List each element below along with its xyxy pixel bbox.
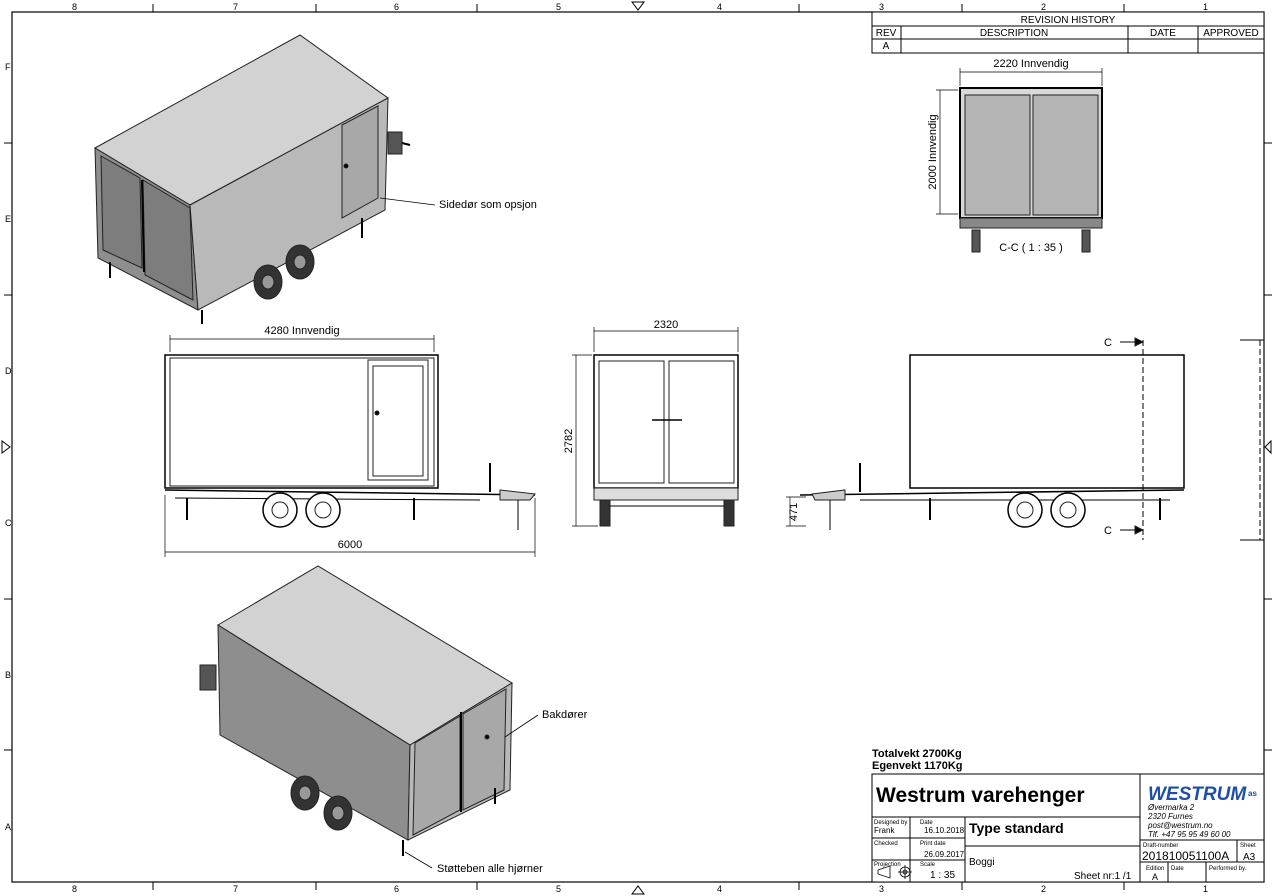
col-label-4: 4 [717,2,722,12]
col-label-3: 3 [879,2,884,12]
date-header: DATE [1150,28,1176,39]
col-label-5-bottom: 5 [556,884,561,894]
grid-column-markers: 8 7 6 5 4 3 2 1 8 7 6 5 4 3 2 1 [72,2,1208,894]
col-label-5: 5 [556,2,561,12]
sheet-number: Sheet nr:1 /1 [1074,871,1132,882]
frame-height-dim: 471 [788,503,800,521]
col-label-8-bottom: 8 [72,884,77,894]
row-label-d: D [5,366,12,376]
rev-header: REV [876,28,897,39]
side-total-length-dim: 6000 [338,539,362,551]
col-label-6-bottom: 6 [394,884,399,894]
row-label-e: E [5,214,11,224]
callout-rear-doors: Bakdører [542,709,588,721]
designed-by-label: Designed by [874,820,907,826]
date-value: 16.10.2018 [924,826,965,835]
section-mark-top: C [1104,337,1112,349]
draft-number-label: Draft-number [1143,843,1178,849]
grid-row-markers: F E D C B A [4,62,1272,832]
center-mark-bottom-icon [631,885,645,895]
projection-label: Projection [874,862,901,868]
col-label-1-bottom: 1 [1203,884,1208,894]
company-logo: WESTRUM [1148,784,1247,805]
revision-table: REVISION HISTORY REV DESCRIPTION DATE AP… [871,11,1265,54]
row-label-b: B [5,670,11,680]
edition-value: A [1152,872,1158,882]
center-mark-left-icon [1,440,11,454]
sheet-border [11,11,1265,883]
row-label-f: F [5,62,11,72]
row-label-c: C [5,518,12,528]
col-label-2: 2 [1041,2,1046,12]
side-inner-length-dim: 4280 Innvendig [264,325,339,337]
col-label-6: 6 [394,2,399,12]
col-label-1: 1 [1203,2,1208,12]
approved-header: APPROVED [1203,28,1259,39]
rear-height-dim: 2782 [563,429,575,453]
address-street: Øvermarka 2 [1147,803,1195,812]
rear-width-dim: 2320 [654,319,678,331]
address-city: 2320 Furnes [1147,812,1193,821]
scale-value: 1 : 35 [930,870,955,881]
performed-by-label: Performed by. [1209,866,1247,872]
side-view-right [786,337,1264,541]
print-date-value: 26.09.2017 [924,850,965,859]
iso-view-rear [199,565,539,869]
col-label-3-bottom: 3 [879,884,884,894]
section-mark-bottom: C [1104,525,1112,537]
company-logo-suffix: as [1248,789,1257,798]
address-phone: Tlf. +47 95 95 49 60 00 [1148,830,1231,839]
col-label-7: 7 [233,2,238,12]
edition-date-label: Date [1171,866,1184,872]
callout-side-door: Sidedør som opsjon [439,199,537,211]
col-label-8: 8 [72,2,77,12]
date-label: Date [920,820,933,826]
section-view [936,68,1103,253]
drawing-subtype: Boggi [969,857,995,868]
iso-view-front [93,34,436,324]
revision-title: REVISION HISTORY [1021,15,1116,26]
empty-weight: Egenvekt 1170Kg [872,760,963,772]
sheet-size-label: Sheet [1240,843,1256,849]
center-mark-top-icon [631,1,645,11]
address-email: post@westrum.no [1147,821,1213,830]
designed-by-value: Frank [874,826,895,835]
row-label-a: A [5,822,11,832]
col-label-7-bottom: 7 [233,884,238,894]
drawing-title: Westrum varehenger [876,784,1085,807]
col-label-2-bottom: 2 [1041,884,1046,894]
side-view-left [164,335,536,557]
checked-label: Checked [874,841,898,847]
drawing-type: Type standard [969,820,1064,836]
sheet-size-value: A3 [1243,852,1256,863]
projection-symbol-icon [877,865,912,879]
col-label-4-bottom: 4 [717,884,722,894]
rear-view [572,327,739,527]
description-header: DESCRIPTION [980,28,1048,39]
total-weight: Totalvekt 2700Kg [872,748,962,760]
rev-a-cell: A [883,41,890,52]
section-height-dim: 2000 Innvendig [927,114,939,189]
callout-support-legs: Støtteben alle hjørner [437,863,543,875]
draft-number-value: 201810051100A [1142,849,1229,863]
edition-label: Edition [1146,866,1164,872]
section-label: C-C ( 1 : 35 ) [999,242,1063,254]
print-date-label: Print date [920,841,946,847]
section-width-dim: 2220 Innvendig [993,58,1068,70]
scale-label: Scale [920,862,936,868]
center-mark-right-icon [1264,439,1272,455]
